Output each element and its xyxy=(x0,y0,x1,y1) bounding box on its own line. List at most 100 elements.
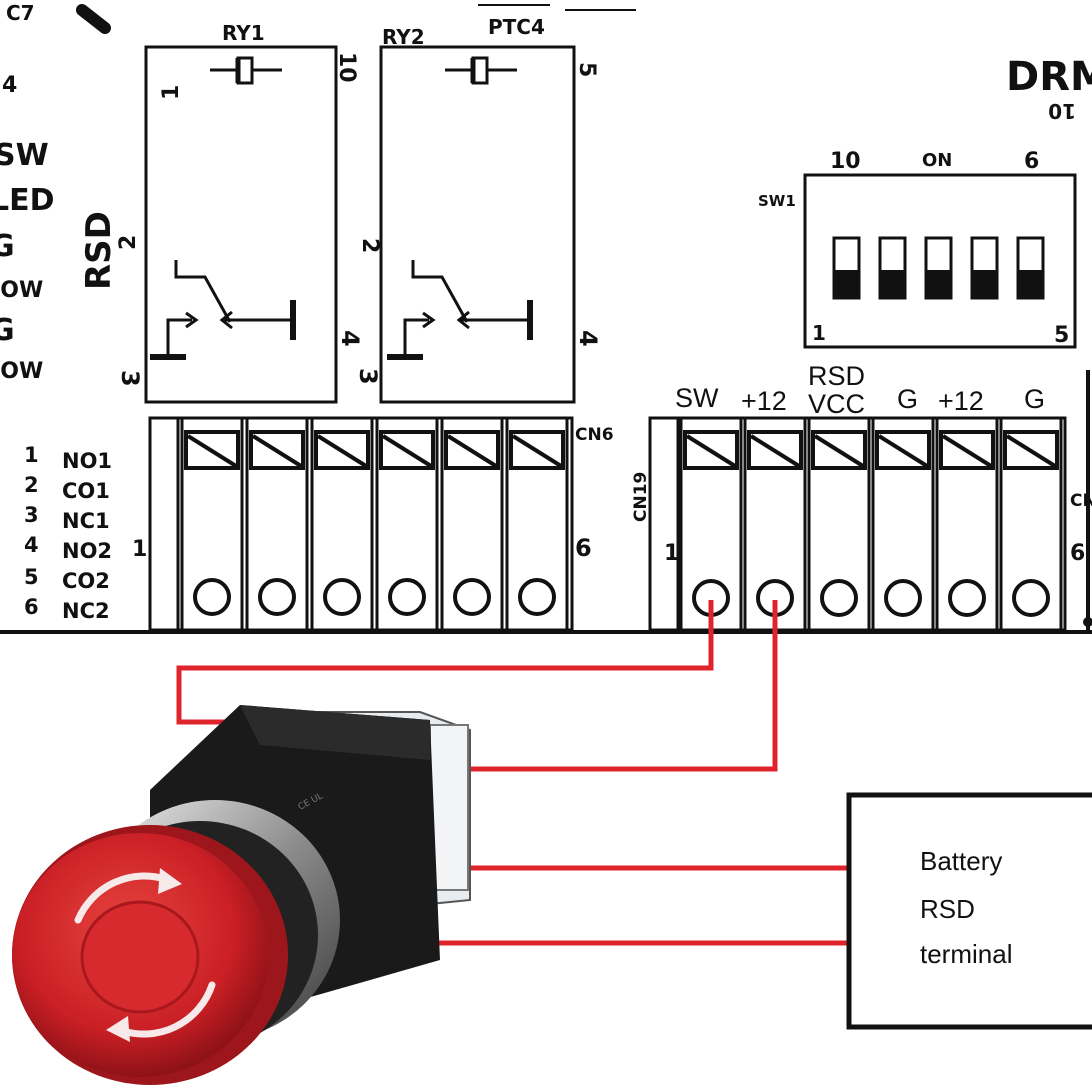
cn6-terminal-6[interactable] xyxy=(505,416,569,632)
wire-sw-to-estop xyxy=(176,600,714,725)
diagonal-trace xyxy=(76,4,111,34)
ptc4-label: PTC4 xyxy=(488,15,545,39)
relay-ry2-coil-symbol xyxy=(445,56,517,85)
cn6-legend-num-1: 1 xyxy=(24,443,39,467)
cn6-label: CN6 xyxy=(575,425,614,445)
cn19-terminal-rsd-vcc[interactable] xyxy=(807,416,871,632)
dip-1[interactable] xyxy=(832,236,861,300)
relay-ry1-label: RY1 xyxy=(222,21,265,45)
cn-right-edge-label: CN xyxy=(1070,491,1092,511)
rsd-vertical-label: RSD xyxy=(79,211,119,290)
relay-ry2: RY2 PTC4 5 2 3 4 xyxy=(354,15,602,404)
cn19-label-12b: +12 xyxy=(938,386,984,416)
cn19-terminal-12v-1[interactable] xyxy=(743,416,807,632)
left-label-4: 4 xyxy=(2,73,17,98)
relay-ry2-pin3: 3 xyxy=(354,368,382,385)
emergency-stop-button: CE UL xyxy=(12,705,471,1085)
cn6-legend-num-3: 3 xyxy=(24,503,39,527)
cn19-terminal-labels: SW +12 RSD VCC G +12 G xyxy=(675,361,1045,419)
sw1-bottom-right: 5 xyxy=(1054,323,1069,348)
drm-sub: 10 xyxy=(1048,99,1076,123)
relay-ry1-body xyxy=(144,45,338,404)
dip-5[interactable] xyxy=(1016,236,1045,300)
relay-ry1-pin4: 4 xyxy=(336,330,364,347)
sw1-body xyxy=(803,173,1077,349)
left-label-led: LED xyxy=(0,183,55,218)
left-edge-labels: 4 SW LED G DOW G DOW xyxy=(0,73,55,384)
cn6-legend-name-5: CO2 xyxy=(62,569,110,593)
sw1-dips xyxy=(832,236,1045,300)
sw1-top-right: 6 xyxy=(1024,149,1039,174)
sw1-label: SW1 xyxy=(758,192,796,210)
cn6-legend-num-2: 2 xyxy=(24,473,39,497)
wires xyxy=(176,600,849,946)
sw1-top-mid: ON xyxy=(922,150,952,171)
rsd-vertical-num: 2 xyxy=(116,235,141,250)
relay-ry2-label: RY2 xyxy=(382,25,425,49)
wire-12v-to-estop xyxy=(436,600,778,772)
cn6-legend-name-1: NO1 xyxy=(62,449,112,473)
cn6-terminal-2[interactable] xyxy=(245,416,309,632)
cn19-terminal-g-1[interactable] xyxy=(871,416,935,632)
cn19-label-g1: G xyxy=(897,384,918,414)
cn19-terminals xyxy=(679,416,1063,632)
relay-ry2-contact-symbol xyxy=(387,260,533,360)
relay-ry1: RY1 1 10 2 3 4 xyxy=(116,21,382,404)
cn19-terminal-sw[interactable] xyxy=(679,416,743,632)
rotate-arrows-icon xyxy=(74,872,216,1038)
cn6-terminals xyxy=(180,416,569,632)
cn6-pin-last: 6 xyxy=(575,534,592,562)
cn19-label-12a: +12 xyxy=(741,386,787,416)
estop-red-cap[interactable] xyxy=(12,825,288,1085)
relay-ry2-pin5: 5 xyxy=(574,62,599,77)
drm-title: DRM xyxy=(1006,54,1092,100)
cn6-terminal-3[interactable] xyxy=(310,416,374,632)
cn6-terminal-4[interactable] xyxy=(375,416,439,632)
cn6-pin-first: 1 xyxy=(132,537,147,562)
relay-ry1-contact-symbol xyxy=(150,260,296,360)
sw1-top-left: 10 xyxy=(830,149,861,174)
battery-box-line-3: terminal xyxy=(920,939,1012,969)
left-label-g1: G xyxy=(0,229,15,264)
relay-ry2-body xyxy=(379,45,576,404)
left-label-dow2: DOW xyxy=(0,359,43,384)
left-label-g2: G xyxy=(0,313,15,348)
relay-ry2-pin4: 4 xyxy=(574,330,602,347)
battery-box-line-1: Battery xyxy=(920,846,1002,876)
cn19-pin-first: 1 xyxy=(664,541,679,566)
battery-rsd-terminal-box: Battery RSD terminal xyxy=(846,792,1092,1030)
relay-ry1-pin3: 3 xyxy=(116,370,144,387)
dip-4[interactable] xyxy=(970,236,999,300)
cn6-legend-name-4: NO2 xyxy=(62,539,112,563)
relay-ry1-pin1: 1 xyxy=(159,85,184,100)
cn19-terminal-12v-2[interactable] xyxy=(935,416,999,632)
dip-2[interactable] xyxy=(878,236,907,300)
cn6-legend-name-2: CO1 xyxy=(62,479,110,503)
sw1-bottom-left: 1 xyxy=(812,321,826,345)
battery-box-line-2: RSD xyxy=(920,894,975,924)
left-label-dow1: DOW xyxy=(0,278,43,303)
cn6-legend-name-3: NC1 xyxy=(62,509,110,533)
cn6-legend-num-6: 6 xyxy=(24,595,39,619)
cn19-label-sw: SW xyxy=(675,383,719,413)
relay-ry1-pin10: 10 xyxy=(334,52,359,83)
cn6-legend-num-5: 5 xyxy=(24,565,39,589)
cn6-terminal-1[interactable] xyxy=(180,416,244,632)
left-label-sw: SW xyxy=(0,138,49,173)
cn19-label-rsdvcc: RSD xyxy=(808,361,865,391)
relay-ry1-pin2: 2 xyxy=(357,238,382,253)
dip-3[interactable] xyxy=(924,236,953,300)
relay-ry1-coil-symbol xyxy=(210,56,282,85)
dip-switch-sw1: SW1 10 ON 6 1 5 xyxy=(758,149,1077,349)
cn6-terminal-5[interactable] xyxy=(440,416,504,632)
cn6-pin-legend: 1 NO1 2 CO1 3 NC1 4 NO2 5 CO2 6 NC2 xyxy=(24,443,112,623)
cn19-label-rsdvcc-2: VCC xyxy=(808,389,865,419)
cn6-legend-num-4: 4 xyxy=(24,533,39,557)
cn19-label: CN19 xyxy=(631,472,651,522)
cn-right-edge-pin: 6 xyxy=(1070,541,1085,566)
connector-cn6: 1 CN6 6 xyxy=(132,416,614,632)
cn19-label-g2: G xyxy=(1024,384,1045,414)
cn6-legend-name-6: NC2 xyxy=(62,599,110,623)
cn19-terminal-g-2[interactable] xyxy=(999,416,1063,632)
